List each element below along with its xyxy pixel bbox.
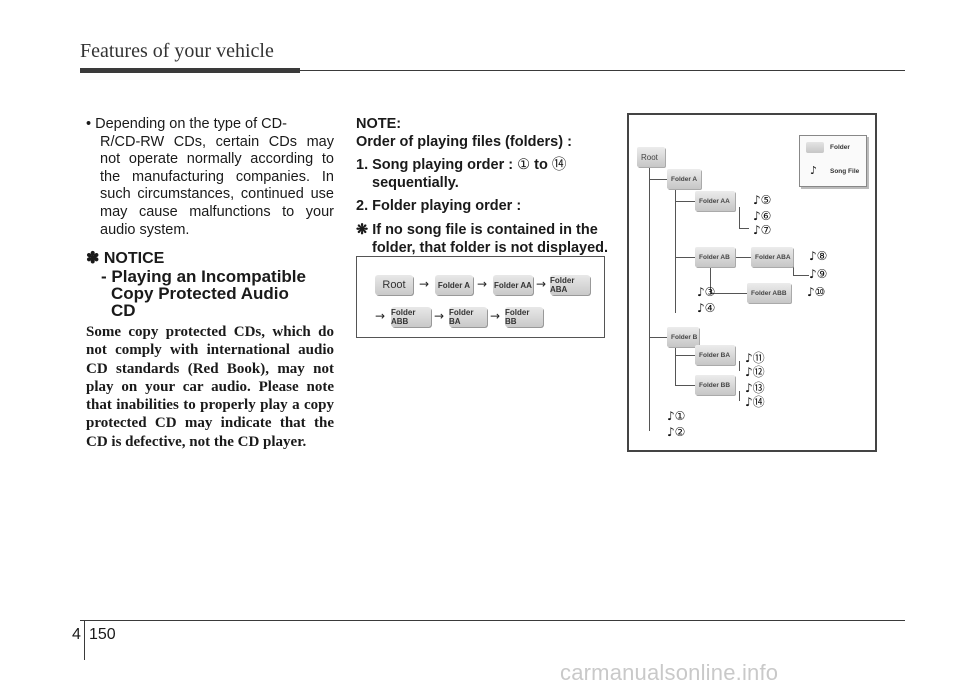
bullet-marker: • <box>86 116 92 132</box>
tree-connector <box>793 265 794 275</box>
tree-connector <box>675 355 695 356</box>
order-folder-abb: Folder ABB <box>391 307 431 327</box>
tree-connector <box>739 361 740 371</box>
tree-connector <box>731 257 751 258</box>
tree-connector <box>675 201 695 202</box>
tree-connector <box>675 257 695 258</box>
song-13: ♪⑬ <box>745 381 765 395</box>
notice-mark: ✽ <box>86 250 100 267</box>
footer-rule <box>80 620 905 621</box>
note-item-1-text: 1. Song playing order : <box>356 157 514 174</box>
tree-connector <box>649 337 667 338</box>
tree-connector <box>649 179 667 180</box>
song-10: ♪⑩ <box>807 285 826 299</box>
order-folder-aa: Folder AA <box>493 275 533 295</box>
note-block: NOTE: Order of playing files (folders) :… <box>356 116 614 257</box>
song-12: ♪⑫ <box>745 365 765 379</box>
music-note-icon: ♪ <box>810 164 818 177</box>
note-item-3-mark: ❋ <box>356 221 369 238</box>
song-5: ♪⑤ <box>753 193 772 207</box>
order-arrow: → <box>477 277 488 291</box>
note-item-3: ❋ If no song file is contained in the <box>356 222 614 240</box>
legend-song-label: Song File <box>830 168 860 175</box>
song-7: ♪⑦ <box>753 223 772 237</box>
order-folder-a: Folder A <box>435 275 473 295</box>
note-order-line: Order of playing files (folders) : <box>356 133 572 150</box>
footer-divider <box>84 620 85 660</box>
notice-subtitle-line2: Copy Protected Audio <box>111 284 289 303</box>
order-folder-bb: Folder BB <box>505 307 543 327</box>
notice-subtitle: - Playing an Incompatible Copy Protected… <box>101 268 341 319</box>
song-3: ♪③ <box>697 285 716 299</box>
tree-connector <box>675 185 676 313</box>
song-14: ♪⑭ <box>745 395 765 409</box>
legend-folder-swatch <box>806 142 824 153</box>
notice-subtitle-line1: - Playing an Incompatible <box>101 267 306 286</box>
tree-connector <box>675 385 695 386</box>
notice-subtitle-line3: CD <box>111 301 136 320</box>
order-arrow: → <box>375 309 386 323</box>
order-arrow: → <box>419 277 430 291</box>
tree-folder-a: Folder A <box>667 169 701 189</box>
note-item-2: 2. Folder playing order : <box>356 198 522 215</box>
order-arrow: → <box>434 309 445 323</box>
tree-folder-bb: Folder BB <box>695 375 735 395</box>
song-4: ♪④ <box>697 301 716 315</box>
note-item-3-text-a: If no song file is contained in the <box>372 221 598 238</box>
tree-folder-ab: Folder AB <box>695 247 735 267</box>
note-item-3-text-b: folder, that folder is not displayed. <box>372 239 609 256</box>
tree-legend: Folder ♪ Song File <box>799 135 867 187</box>
song-11: ♪⑪ <box>745 351 765 365</box>
legend-folder-label: Folder <box>830 144 850 151</box>
page-number: 150 <box>89 626 116 643</box>
cd-compatibility-bullet: • Depending on the type of CD- R/CD-RW C… <box>86 116 334 239</box>
tree-connector <box>710 293 748 294</box>
note-item-1: 1. Song playing order : ① to ⑭ <box>356 157 614 175</box>
tree-connector <box>739 228 749 229</box>
tree-connector <box>739 391 740 401</box>
order-arrow: → <box>490 309 501 323</box>
notice-title: NOTICE <box>103 250 165 267</box>
tree-connector <box>739 207 740 229</box>
tree-folder-abb: Folder ABB <box>747 283 791 303</box>
tree-connector <box>710 265 711 293</box>
tree-folder-b: Folder B <box>667 327 699 347</box>
note-title: NOTE: <box>356 116 402 132</box>
tree-connector <box>675 343 676 385</box>
order-folder-aba: Folder ABA <box>550 275 590 295</box>
song-end-number: ⑭ <box>551 157 567 174</box>
song-start-number: ① <box>517 157 531 174</box>
page-header-title: Features of your vehicle <box>80 40 274 62</box>
song-6: ♪⑥ <box>753 209 772 223</box>
note-item-1-to: to <box>534 157 548 174</box>
tree-connector <box>649 165 650 431</box>
notice-heading: ✽ NOTICE <box>86 248 164 268</box>
tree-folder-aa: Folder AA <box>695 191 735 211</box>
tree-connector <box>793 275 809 276</box>
notice-body: Some copy protected CDs, which do not co… <box>86 324 334 450</box>
bullet-text-rest: R/CD-RW CDs, certain CDs may not operate… <box>100 133 334 238</box>
header-rule <box>80 70 905 71</box>
tree-folder-ba: Folder BA <box>695 345 735 365</box>
section-number: 4 <box>72 626 81 643</box>
song-9: ♪⑨ <box>809 267 828 281</box>
folder-order-diagram: Root → Folder A → Folder AA → Folder ABA… <box>356 256 605 338</box>
folder-tree-diagram: Folder ♪ Song File Root Folder A Folder … <box>627 113 877 452</box>
song-2: ♪② <box>667 425 686 439</box>
watermark: carmanualsonline.info <box>560 660 779 685</box>
tree-folder-aba: Folder ABA <box>751 247 793 267</box>
order-folder-ba: Folder BA <box>449 307 487 327</box>
tree-folder-root: Root <box>637 147 665 167</box>
order-root: Root <box>375 275 413 295</box>
song-8: ♪⑧ <box>809 249 828 263</box>
note-item-1-cont: sequentially. <box>372 174 459 191</box>
bullet-text-first-line: Depending on the type of CD- <box>95 116 287 132</box>
order-arrow: → <box>536 277 547 291</box>
song-1: ♪① <box>667 409 686 423</box>
